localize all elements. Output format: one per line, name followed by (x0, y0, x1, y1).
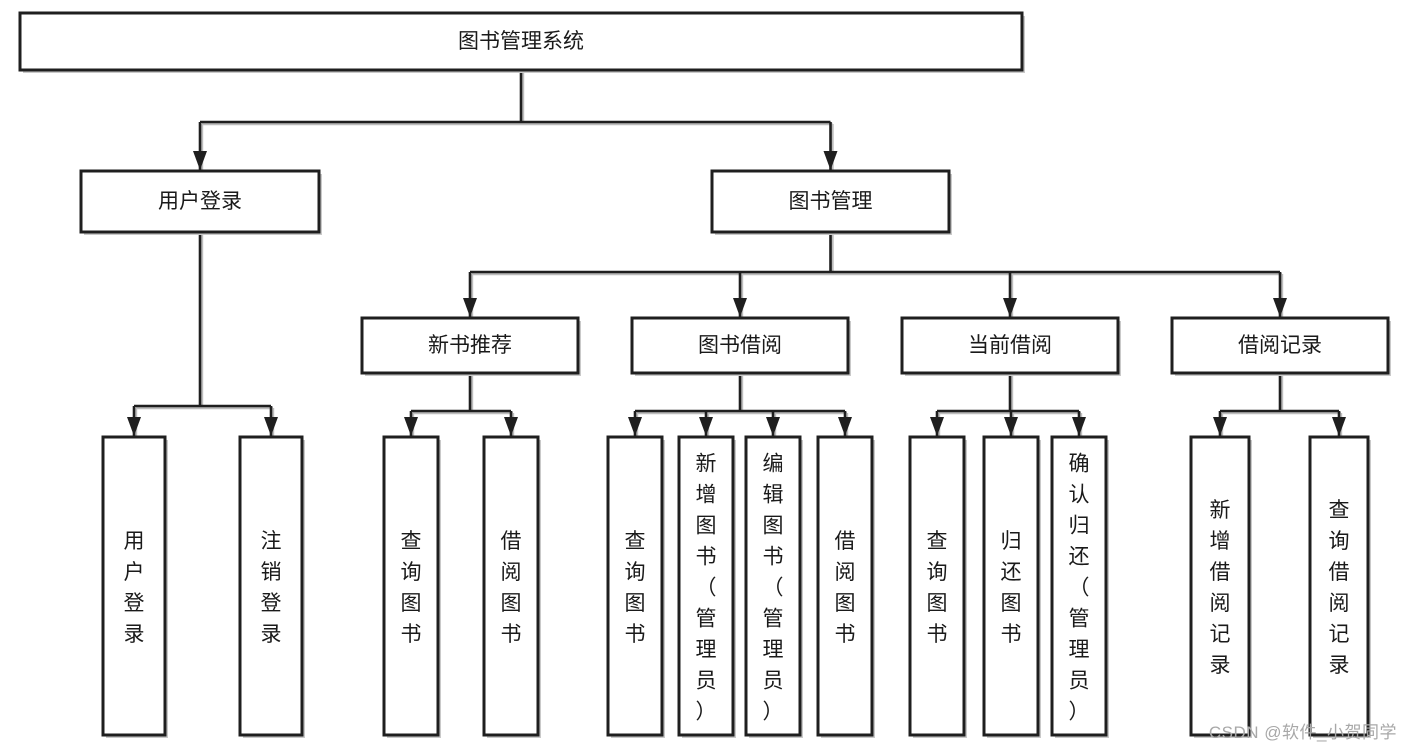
node-current-borrow[interactable]: 当前借阅 (900, 316, 1121, 376)
node-label: 编辑图书（管理员） (763, 453, 784, 724)
arrow-head-icon (404, 417, 418, 436)
node-root-root[interactable]: 图书管理系统 (18, 11, 1025, 73)
nodes-layer: 图书管理系统用户登录图书管理新书推荐图书借阅当前借阅借阅记录用户登录注销登录查询… (18, 11, 1391, 738)
node-label: 新增图书（管理员） (696, 453, 717, 724)
arrow-head-icon (733, 298, 747, 317)
arrow-head-icon (127, 417, 141, 436)
node-new-book-recommend[interactable]: 新书推荐 (360, 316, 581, 376)
node-label: 图书借阅 (698, 334, 782, 357)
arrow-head-icon (463, 298, 477, 317)
arrow-head-icon (1003, 298, 1017, 317)
node-leaf-logout-login[interactable]: 注销登录 (238, 435, 305, 738)
arrow-head-icon (1273, 298, 1287, 317)
arrow-head-icon (823, 151, 838, 170)
node-leaf-user-login[interactable]: 用户登录 (101, 435, 168, 738)
node-leaf-query-book-1[interactable]: 查询图书 (382, 435, 441, 738)
node-label: 图书管理 (789, 190, 873, 213)
node-label: 查询图书 (401, 530, 422, 646)
node-label: 查询图书 (625, 530, 646, 646)
node-label: 用户登录 (158, 190, 242, 213)
arrow-head-icon (193, 151, 207, 170)
node-user-login[interactable]: 用户登录 (79, 169, 322, 235)
arrow-head-icon (1004, 417, 1018, 436)
arrow-head-icon (930, 417, 944, 436)
arrow-head-icon (1213, 417, 1227, 436)
arrow-head-icon (1332, 417, 1346, 436)
node-label: 新书推荐 (428, 334, 512, 357)
node-book-borrow[interactable]: 图书借阅 (630, 316, 851, 376)
node-leaf-confirm-return[interactable]: 确认归还（管理员） (1050, 435, 1109, 738)
node-leaf-borrow-book-2[interactable]: 借阅图书 (816, 435, 875, 738)
arrow-head-icon (264, 417, 278, 436)
arrow-head-icon (628, 417, 642, 436)
node-label: 当前借阅 (968, 334, 1052, 357)
node-leaf-edit-book[interactable]: 编辑图书（管理员） (744, 435, 803, 738)
node-label: 用户登录 (124, 530, 145, 646)
node-label: 注销登录 (261, 530, 282, 646)
arrow-head-icon (838, 417, 852, 436)
node-leaf-borrow-book-1[interactable]: 借阅图书 (482, 435, 541, 738)
node-leaf-query-book-3[interactable]: 查询图书 (908, 435, 967, 738)
arrow-head-icon (766, 417, 780, 436)
node-label: 借阅图书 (835, 530, 856, 646)
node-label: 借阅图书 (501, 530, 522, 646)
watermark-label: CSDN @软件_小贺同学 (1208, 723, 1397, 742)
node-book-manage[interactable]: 图书管理 (710, 169, 952, 235)
node-label: 借阅记录 (1238, 334, 1322, 357)
arrow-head-icon (1072, 417, 1086, 436)
node-label: 确认归还（管理员） (1069, 453, 1090, 724)
node-label: 归还图书 (1001, 530, 1022, 646)
node-label: 图书管理系统 (458, 30, 584, 53)
connectors-layer (127, 70, 1346, 438)
arrow-head-icon (699, 417, 713, 436)
node-leaf-return-book[interactable]: 归还图书 (982, 435, 1041, 738)
node-label: 查询借阅记录 (1329, 499, 1350, 677)
arrow-head-icon (504, 417, 518, 436)
node-label: 新增借阅记录 (1210, 499, 1231, 677)
node-leaf-query-record[interactable]: 查询借阅记录 (1308, 435, 1371, 738)
node-leaf-add-book[interactable]: 新增图书（管理员） (677, 435, 736, 738)
node-leaf-query-book-2[interactable]: 查询图书 (606, 435, 665, 738)
node-leaf-add-record[interactable]: 新增借阅记录 (1189, 435, 1252, 738)
node-borrow-record[interactable]: 借阅记录 (1170, 316, 1391, 376)
node-label: 查询图书 (927, 530, 948, 646)
